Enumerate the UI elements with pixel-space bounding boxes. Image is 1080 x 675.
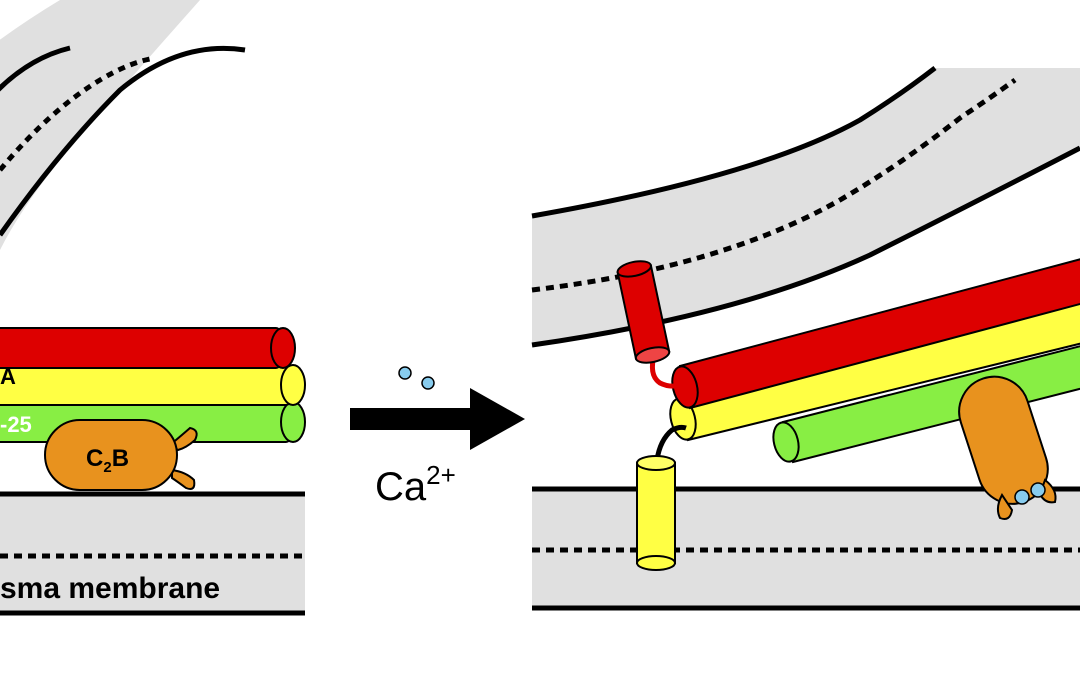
right-panel-fusion [531,66,1080,611]
left-red-helix [0,327,296,369]
calcium-ion [421,376,435,390]
calcium-label-main: Ca [375,465,427,509]
svg-text:Ca2+: Ca2+ [375,460,456,509]
right-plasma-membrane [532,486,1080,611]
bound-calcium-ion [1014,489,1030,505]
right-c2b-domain [958,375,1057,520]
c2b-label-tail: B [112,445,129,472]
calcium-ion [398,366,412,380]
svg-text:C2B: C2B [86,445,129,476]
reaction-arrow [350,388,525,450]
c2b-domain: C2B [44,419,198,491]
left-panel-prefusion: A -25 C2B sma membrane [0,0,306,616]
right-vesicle-membrane [531,66,1080,348]
bound-calcium-ion [1030,482,1046,498]
left-helix-partial-label: A [0,364,16,389]
left-vesicle-membrane [0,0,246,250]
right-red-helix [671,258,1080,410]
c2b-label-main: C [86,445,103,472]
plasma-membrane-label: sma membrane [0,572,220,605]
right-yellow-transmembrane-domain [636,424,687,571]
calcium-transition: Ca2+ [350,366,525,509]
c2b-label-sub: 2 [103,459,111,476]
left-yellow-helix [0,364,306,406]
snap25-partial-label: -25 [0,412,32,437]
right-green-helix [772,345,1080,464]
left-plasma-membrane [0,491,305,616]
right-red-transmembrane-domain [616,260,681,389]
calcium-label-super: 2+ [426,460,456,490]
